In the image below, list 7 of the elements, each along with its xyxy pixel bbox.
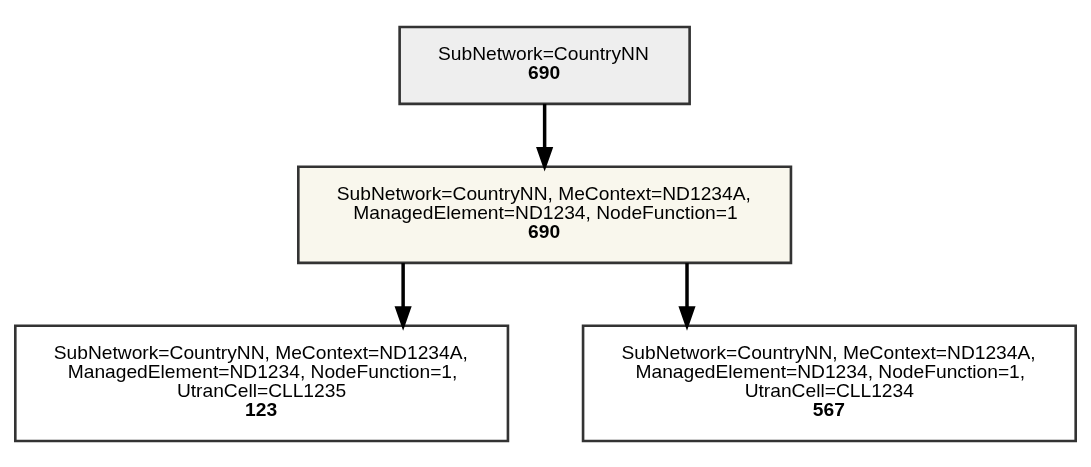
node-box: SubNetwork=CountryNN 690 — [398, 25, 691, 105]
node-box: SubNetwork=CountryNN, MeContext=ND1234A, ManagedElement=ND1234, NodeFunction=1, UtranCell=CLL1234 567 — [581, 323, 1077, 442]
arrow — [536, 103, 554, 172]
arrow — [678, 262, 696, 331]
node-box: SubNetwork=CountryNN, MeContext=ND1234A, ManagedElement=ND1234, NodeFunction=1 690 — [297, 164, 793, 264]
arrow — [394, 262, 412, 331]
node-box: SubNetwork=CountryNN, MeContext=ND1234A, ManagedElement=ND1234, NodeFunction=1, UtranCell=CLL1235 123 — [14, 323, 510, 442]
